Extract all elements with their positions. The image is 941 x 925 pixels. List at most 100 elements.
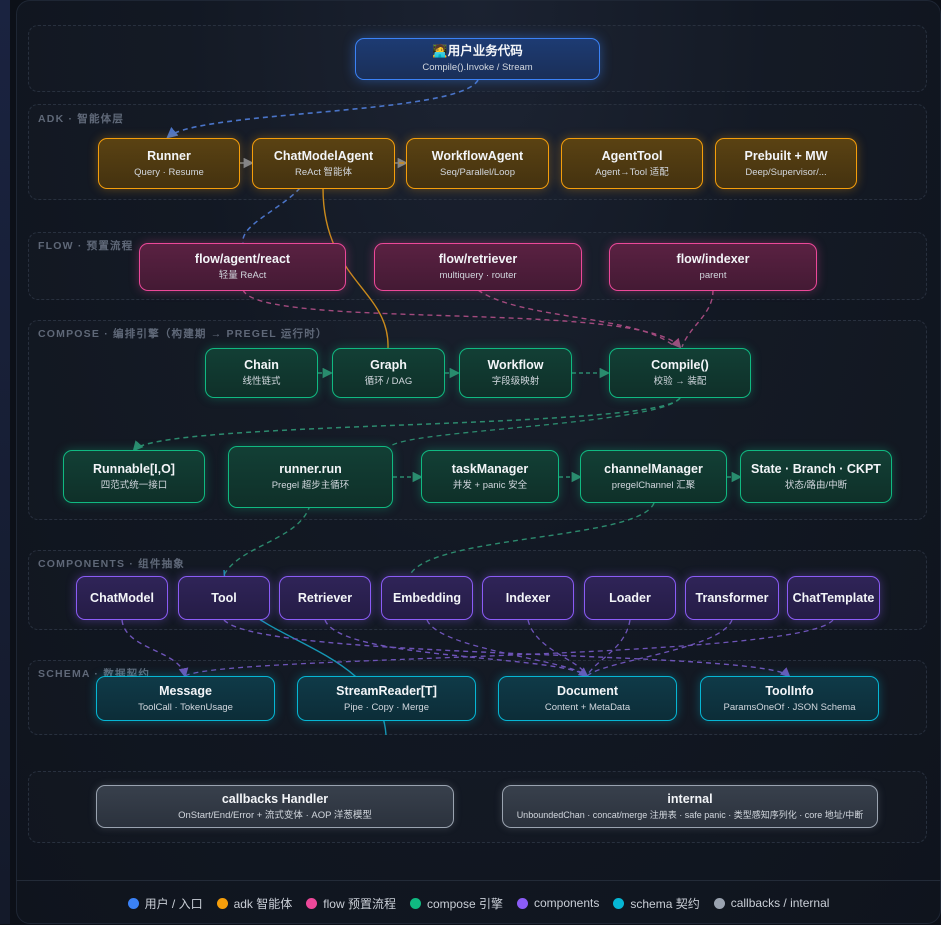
legend-item-callbacks: callbacks / internal [713, 896, 830, 910]
node-subtitle: 轻量 ReAct [218, 270, 267, 281]
node-title: Retriever [297, 590, 353, 605]
node-subtitle: Query · Resume [134, 166, 204, 178]
node-title: flow/indexer [676, 252, 750, 266]
compose-compile-node: Compile() 校验 → 装配 [609, 348, 751, 398]
flow-band-label: FLOW · 预置流程 [38, 240, 134, 252]
node-title: runner.run [279, 462, 342, 476]
flow-agent-react-node: flow/agent/react 轻量 ReAct [139, 243, 346, 291]
node-title: Workflow [487, 358, 544, 372]
legend: 用户 / 入口 adk 智能体 flow 预置流程 compose 引擎 com… [16, 880, 941, 925]
node-title: Transformer [695, 590, 769, 605]
node-subtitle: 字段级映射 [491, 376, 540, 387]
node-subtitle: 四范式统一接口 [100, 479, 168, 491]
node-title: Chain [244, 358, 279, 372]
node-title: Document [556, 683, 619, 698]
compose-runnable-node: Runnable[I,O] 四范式统一接口 [63, 450, 205, 503]
node-subtitle: 并发 + panic 安全 [452, 479, 528, 491]
node-title: internal [667, 791, 713, 806]
node-subtitle: 校验 → 装配 [653, 376, 707, 387]
adk-band-label: ADK · 智能体层 [38, 113, 125, 125]
component-retriever-node: Retriever [279, 576, 371, 620]
compose-channelmanager-node: channelManager pregelChannel 汇聚 [580, 450, 727, 503]
legend-label: schema 契约 [630, 896, 700, 911]
legend-dot [613, 897, 625, 909]
node-subtitle: pregelChannel 汇聚 [611, 479, 696, 491]
node-subtitle: Pipe · Copy · Merge [343, 701, 429, 713]
node-subtitle: UnboundedChan · concat/merge 注册表 · safe … [516, 809, 864, 820]
legend-dot [409, 897, 421, 909]
node-title: Embedding [392, 590, 462, 605]
node-title: Runnable[I,O] [93, 461, 175, 476]
schema-streamreader-node: StreamReader[T] Pipe · Copy · Merge [297, 676, 476, 721]
node-title: Message [159, 683, 212, 698]
callbacks-handler-node: callbacks Handler OnStart/End/Error + 流式… [96, 785, 454, 828]
user-node-title: 🧑‍💻用户业务代码 [432, 44, 523, 58]
component-chatmodel-node: ChatModel [76, 576, 168, 620]
node-subtitle: ParamsOneOf · JSON Schema [723, 701, 856, 713]
node-title: taskManager [451, 461, 529, 476]
node-subtitle: ReAct 智能体 [294, 166, 352, 178]
legend-dot [127, 897, 139, 909]
compose-runner-run-node: runner.run Pregel 超步主循环 [228, 446, 393, 508]
legend-dot [713, 897, 725, 909]
node-title: AgentTool [601, 148, 663, 163]
schema-message-node: Message ToolCall · TokenUsage [96, 676, 275, 721]
node-title: ToolInfo [765, 683, 814, 698]
legend-label: adk 智能体 [233, 896, 293, 911]
compose-graph-node: Graph 循环 / DAG [332, 348, 445, 398]
component-transformer-node: Transformer [685, 576, 779, 620]
node-title: WorkflowAgent [431, 148, 524, 163]
user-node-sub: Compile().Invoke / Stream [422, 62, 533, 73]
node-subtitle: Deep/Supervisor/... [745, 166, 827, 178]
node-subtitle: Pregel 超步主循环 [271, 480, 350, 491]
node-subtitle: 循环 / DAG [364, 376, 413, 387]
legend-label: components [533, 896, 600, 910]
legend-item-schema: schema 契约 [613, 895, 700, 912]
node-subtitle: parent [699, 270, 727, 281]
legend-label: compose 引擎 [426, 896, 503, 911]
component-loader-node: Loader [584, 576, 676, 620]
user-business-code-node: 🧑‍💻用户业务代码 Compile().Invoke / Stream [355, 38, 600, 80]
node-title: flow/agent/react [194, 252, 291, 266]
node-subtitle: multiquery · router [439, 270, 517, 281]
adk-agenttool-node: AgentTool Agent→Tool 适配 [561, 138, 703, 189]
components-band-label: COMPONENTS · 组件抽象 [38, 558, 185, 570]
flow-indexer-node: flow/indexer parent [609, 243, 817, 291]
node-subtitle: OnStart/End/Error + 流式变体 · AOP 洋葱模型 [178, 809, 372, 821]
callbacks-band [28, 771, 927, 843]
adk-runner-node: Runner Query · Resume [98, 138, 240, 189]
legend-dot [216, 897, 228, 909]
compose-state-node: State · Branch · CKPT 状态/路由/中断 [740, 450, 892, 503]
legend-item-flow: flow 预置流程 [306, 895, 396, 912]
node-title: Prebuilt + MW [744, 148, 828, 163]
node-subtitle: 线性链式 [242, 376, 281, 387]
node-title: Tool [211, 590, 237, 605]
node-title: Indexer [505, 590, 551, 605]
flow-retriever-node: flow/retriever multiquery · router [374, 243, 582, 291]
left-edge-strip [0, 0, 10, 924]
legend-item-user: 用户 / 入口 [127, 895, 203, 912]
schema-toolinfo-node: ToolInfo ParamsOneOf · JSON Schema [700, 676, 879, 721]
node-title: ChatModel [90, 590, 154, 605]
legend-item-compose: compose 引擎 [409, 895, 503, 912]
node-title: ChatTemplate [792, 590, 875, 605]
adk-prebuilt-node: Prebuilt + MW Deep/Supervisor/... [715, 138, 857, 189]
node-title: StreamReader[T] [336, 683, 437, 698]
legend-label: flow 预置流程 [323, 896, 396, 911]
schema-document-node: Document Content + MetaData [498, 676, 677, 721]
legend-dot [306, 897, 318, 909]
node-title: callbacks Handler [221, 791, 329, 806]
legend-item-components: components [516, 896, 600, 910]
compose-chain-node: Chain 线性链式 [205, 348, 318, 398]
adk-chatmodelagent-node: ChatModelAgent ReAct 智能体 [252, 138, 395, 189]
node-title: flow/retriever [438, 252, 518, 266]
adk-workflowagent-node: WorkflowAgent Seq/Parallel/Loop [406, 138, 549, 189]
node-title: Graph [370, 358, 407, 372]
node-title: ChatModelAgent [273, 148, 374, 163]
node-title: channelManager [604, 461, 703, 476]
compose-band-label: COMPOSE · 编排引擎（构建期 → PREGEL 运行时） [38, 328, 328, 340]
node-subtitle: ToolCall · TokenUsage [138, 701, 233, 713]
legend-label: callbacks / internal [730, 896, 830, 910]
node-title: Loader [609, 590, 651, 605]
